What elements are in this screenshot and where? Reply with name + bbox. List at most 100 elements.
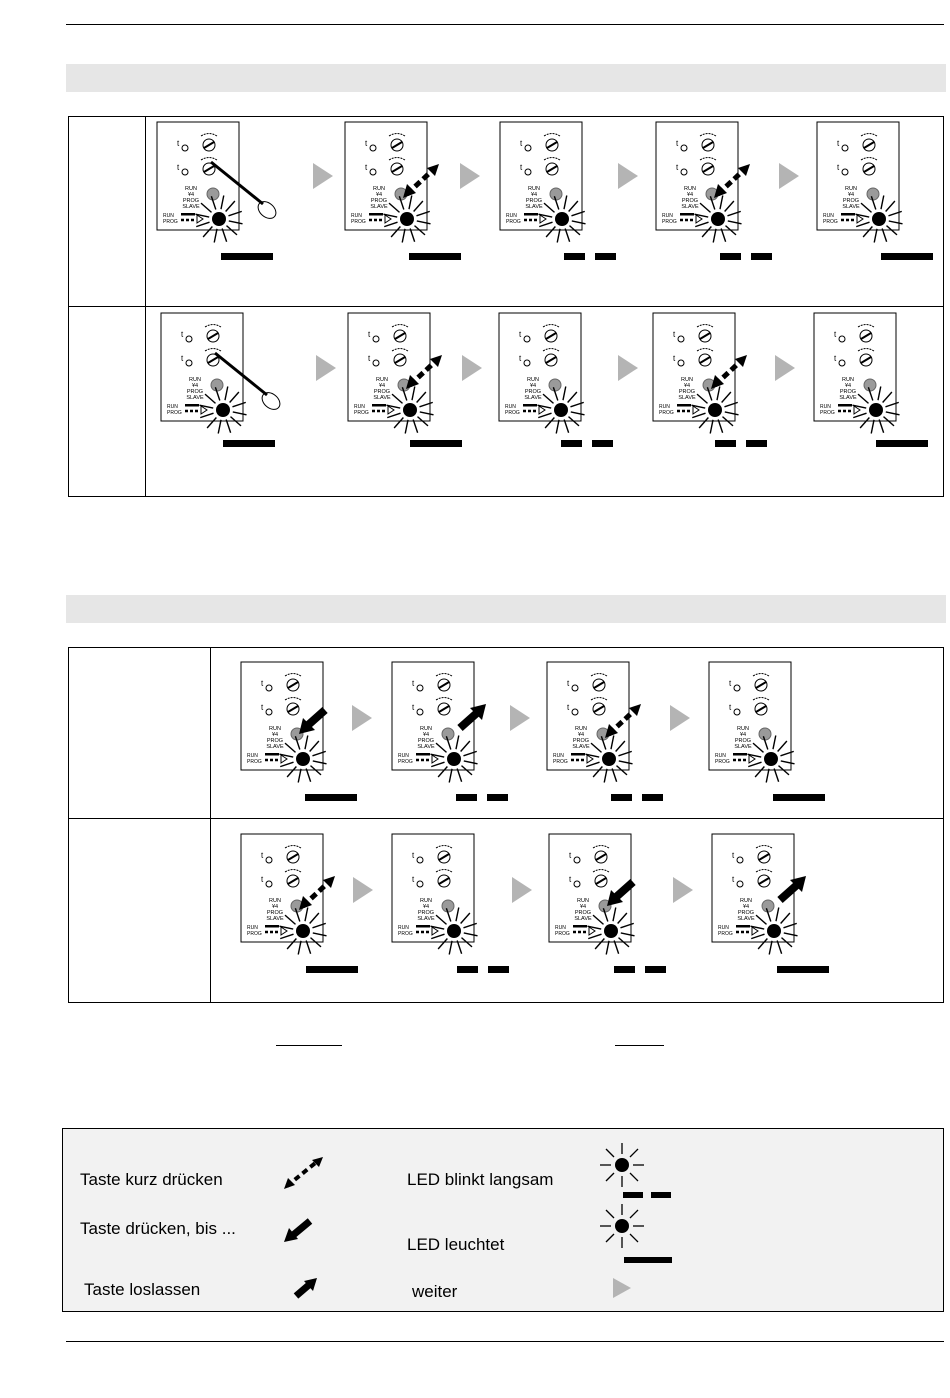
svg-text:¥4: ¥4 (272, 732, 278, 738)
legend-label-led-on: LED leuchtet (407, 1235, 505, 1254)
next-step-arrow (779, 163, 799, 189)
svg-text:¥4: ¥4 (743, 904, 749, 910)
next-step-arrow (670, 705, 690, 731)
next-arrow-icon (613, 1278, 631, 1298)
svg-text:t: t (519, 354, 522, 363)
svg-text:PROG: PROG (418, 910, 434, 916)
led-solid-bar (306, 966, 358, 973)
next-step-arrow (462, 355, 482, 381)
led-blink-bars (456, 794, 508, 801)
svg-text:¥4: ¥4 (845, 383, 851, 389)
svg-text:t: t (181, 354, 184, 363)
svg-text:t: t (673, 354, 676, 363)
svg-text:PROG: PROG (398, 759, 413, 765)
svg-text:RUN: RUN (820, 404, 831, 410)
svg-text:RUN: RUN (740, 898, 752, 904)
svg-text:RUN: RUN (506, 213, 517, 219)
svg-text:PROG: PROG (247, 759, 262, 765)
svg-text:PROG: PROG (715, 759, 730, 765)
svg-text:SLAVE: SLAVE (839, 395, 857, 401)
next-step-arrow (460, 163, 480, 189)
svg-text:RUN: RUN (351, 213, 362, 219)
solid-bar (624, 1257, 672, 1263)
svg-text:t: t (261, 851, 264, 860)
svg-text:¥4: ¥4 (188, 192, 194, 198)
svg-text:PROG: PROG (823, 219, 838, 225)
svg-text:RUN: RUN (575, 726, 587, 732)
svg-text:SLAVE: SLAVE (186, 395, 204, 401)
svg-text:RUN: RUN (398, 925, 409, 931)
svg-text:PROG: PROG (183, 198, 199, 204)
svg-text:RUN: RUN (247, 925, 258, 931)
legend-label-press-until: Taste drücken, bis ... (80, 1219, 236, 1238)
svg-text:t: t (181, 330, 184, 339)
led-blink-bars (611, 794, 663, 801)
next-step-arrow (512, 877, 532, 903)
led-blink-bars (614, 966, 666, 973)
legend-label-press-short: Taste kurz drücken (80, 1170, 223, 1189)
svg-text:t: t (261, 703, 264, 712)
svg-text:RUN: RUN (659, 404, 670, 410)
svg-text:t: t (732, 875, 735, 884)
svg-text:PROG: PROG (573, 738, 589, 744)
svg-text:RUN: RUN (718, 925, 729, 931)
svg-text:PROG: PROG (187, 389, 203, 395)
led-solid-bar (881, 253, 933, 260)
next-step-arrow (673, 877, 693, 903)
svg-text:RUN: RUN (555, 925, 566, 931)
svg-text:SLAVE: SLAVE (734, 744, 752, 750)
press-until-icon (284, 1218, 313, 1242)
svg-text:t: t (520, 163, 523, 172)
next-step-arrow (316, 355, 336, 381)
svg-text:RUN: RUN (681, 377, 693, 383)
svg-text:RUN: RUN (163, 213, 174, 219)
blink-bar-right (651, 1192, 671, 1198)
press-short-icon (284, 1157, 323, 1189)
svg-text:¥4: ¥4 (530, 383, 536, 389)
svg-text:RUN: RUN (505, 404, 516, 410)
svg-text:SLAVE: SLAVE (681, 204, 699, 210)
underline-left (276, 1045, 342, 1046)
next-step-arrow (618, 355, 638, 381)
svg-text:¥4: ¥4 (684, 383, 690, 389)
svg-text:RUN: RUN (684, 186, 696, 192)
svg-text:t: t (261, 679, 264, 688)
svg-text:¥4: ¥4 (531, 192, 537, 198)
svg-text:SLAVE: SLAVE (842, 204, 860, 210)
svg-text:t: t (729, 703, 732, 712)
svg-text:t: t (412, 679, 415, 688)
svg-text:t: t (569, 875, 572, 884)
svg-text:t: t (837, 163, 840, 172)
svg-text:RUN: RUN (189, 377, 201, 383)
svg-text:¥4: ¥4 (423, 732, 429, 738)
led-blink-bars (720, 253, 772, 260)
svg-text:PROG: PROG (738, 910, 754, 916)
svg-text:SLAVE: SLAVE (373, 395, 391, 401)
next-step-arrow (510, 705, 530, 731)
section-2-row-divider (68, 818, 944, 819)
svg-text:t: t (177, 163, 180, 172)
svg-text:t: t (732, 851, 735, 860)
svg-text:t: t (834, 330, 837, 339)
svg-text:¥4: ¥4 (687, 192, 693, 198)
svg-text:PROG: PROG (735, 738, 751, 744)
svg-text:PROG: PROG (418, 738, 434, 744)
section-2-header-band (66, 595, 946, 623)
svg-text:t: t (177, 139, 180, 148)
svg-text:SLAVE: SLAVE (370, 204, 388, 210)
svg-text:RUN: RUN (845, 186, 857, 192)
svg-text:t: t (412, 875, 415, 884)
svg-text:RUN: RUN (420, 726, 432, 732)
svg-text:RUN: RUN (373, 186, 385, 192)
next-step-arrow (353, 877, 373, 903)
svg-text:SLAVE: SLAVE (417, 916, 435, 922)
